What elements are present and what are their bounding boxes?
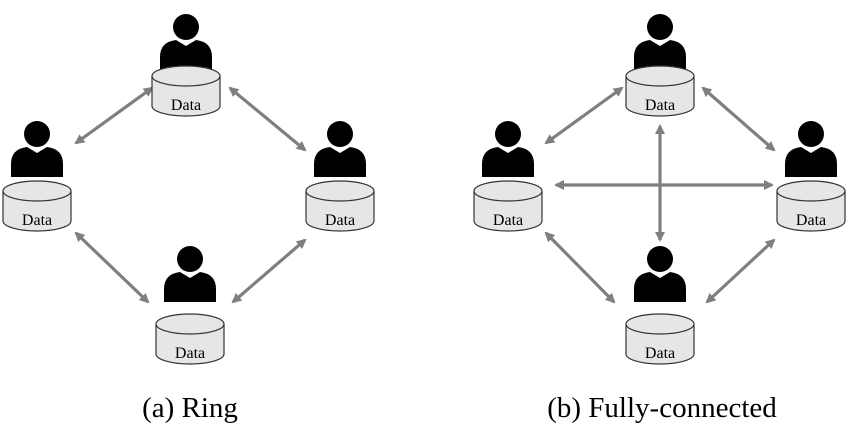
person-icon — [785, 121, 837, 177]
database-icon: Data — [473, 180, 543, 232]
ring-node-bottom: Data — [155, 246, 225, 365]
full-edge-left-bottom — [544, 231, 616, 304]
ring-edge-top-right — [228, 86, 307, 152]
database-icon: Data — [625, 65, 695, 117]
data-label: Data — [645, 97, 675, 114]
ring-edge-left-bottom — [74, 231, 150, 304]
full-node-top: Data — [625, 14, 695, 117]
database-icon: Data — [151, 65, 221, 117]
full-edge-top-left — [544, 86, 624, 145]
person-icon — [482, 121, 534, 177]
data-label: Data — [645, 345, 675, 362]
person-icon — [634, 246, 686, 302]
database-icon: Data — [776, 180, 846, 232]
ring-node-right: Data — [305, 121, 375, 232]
ring-edges — [74, 86, 307, 304]
data-label: Data — [325, 212, 355, 229]
database-icon: Data — [155, 313, 225, 365]
ring-edge-top-left — [74, 86, 154, 145]
panel-ring: Data Data Data — [2, 14, 375, 424]
person-icon — [11, 121, 63, 177]
full-edges — [544, 86, 776, 304]
caption-fully-connected: (b) Fully-connected — [547, 392, 777, 424]
ring-edge-right-bottom — [231, 238, 307, 304]
data-label: Data — [175, 345, 205, 362]
full-node-left: Data — [473, 121, 543, 232]
database-icon: Data — [305, 180, 375, 232]
full-edge-right-bottom — [705, 238, 776, 304]
database-icon: Data — [2, 180, 72, 232]
panel-fully-connected: Data Data Data — [473, 14, 846, 424]
caption-ring: (a) Ring — [142, 392, 238, 424]
ring-node-top: Data — [151, 14, 221, 117]
ring-node-left: Data — [2, 121, 72, 232]
data-label: Data — [796, 212, 826, 229]
data-label: Data — [171, 97, 201, 114]
data-label: Data — [22, 212, 52, 229]
database-icon: Data — [625, 313, 695, 365]
person-icon — [164, 246, 216, 302]
full-node-bottom: Data — [625, 246, 695, 365]
data-label: Data — [493, 212, 523, 229]
person-icon — [314, 121, 366, 177]
full-node-right: Data — [776, 121, 846, 232]
full-edge-top-right — [701, 86, 776, 152]
person-icon — [160, 14, 212, 70]
person-icon — [634, 14, 686, 70]
